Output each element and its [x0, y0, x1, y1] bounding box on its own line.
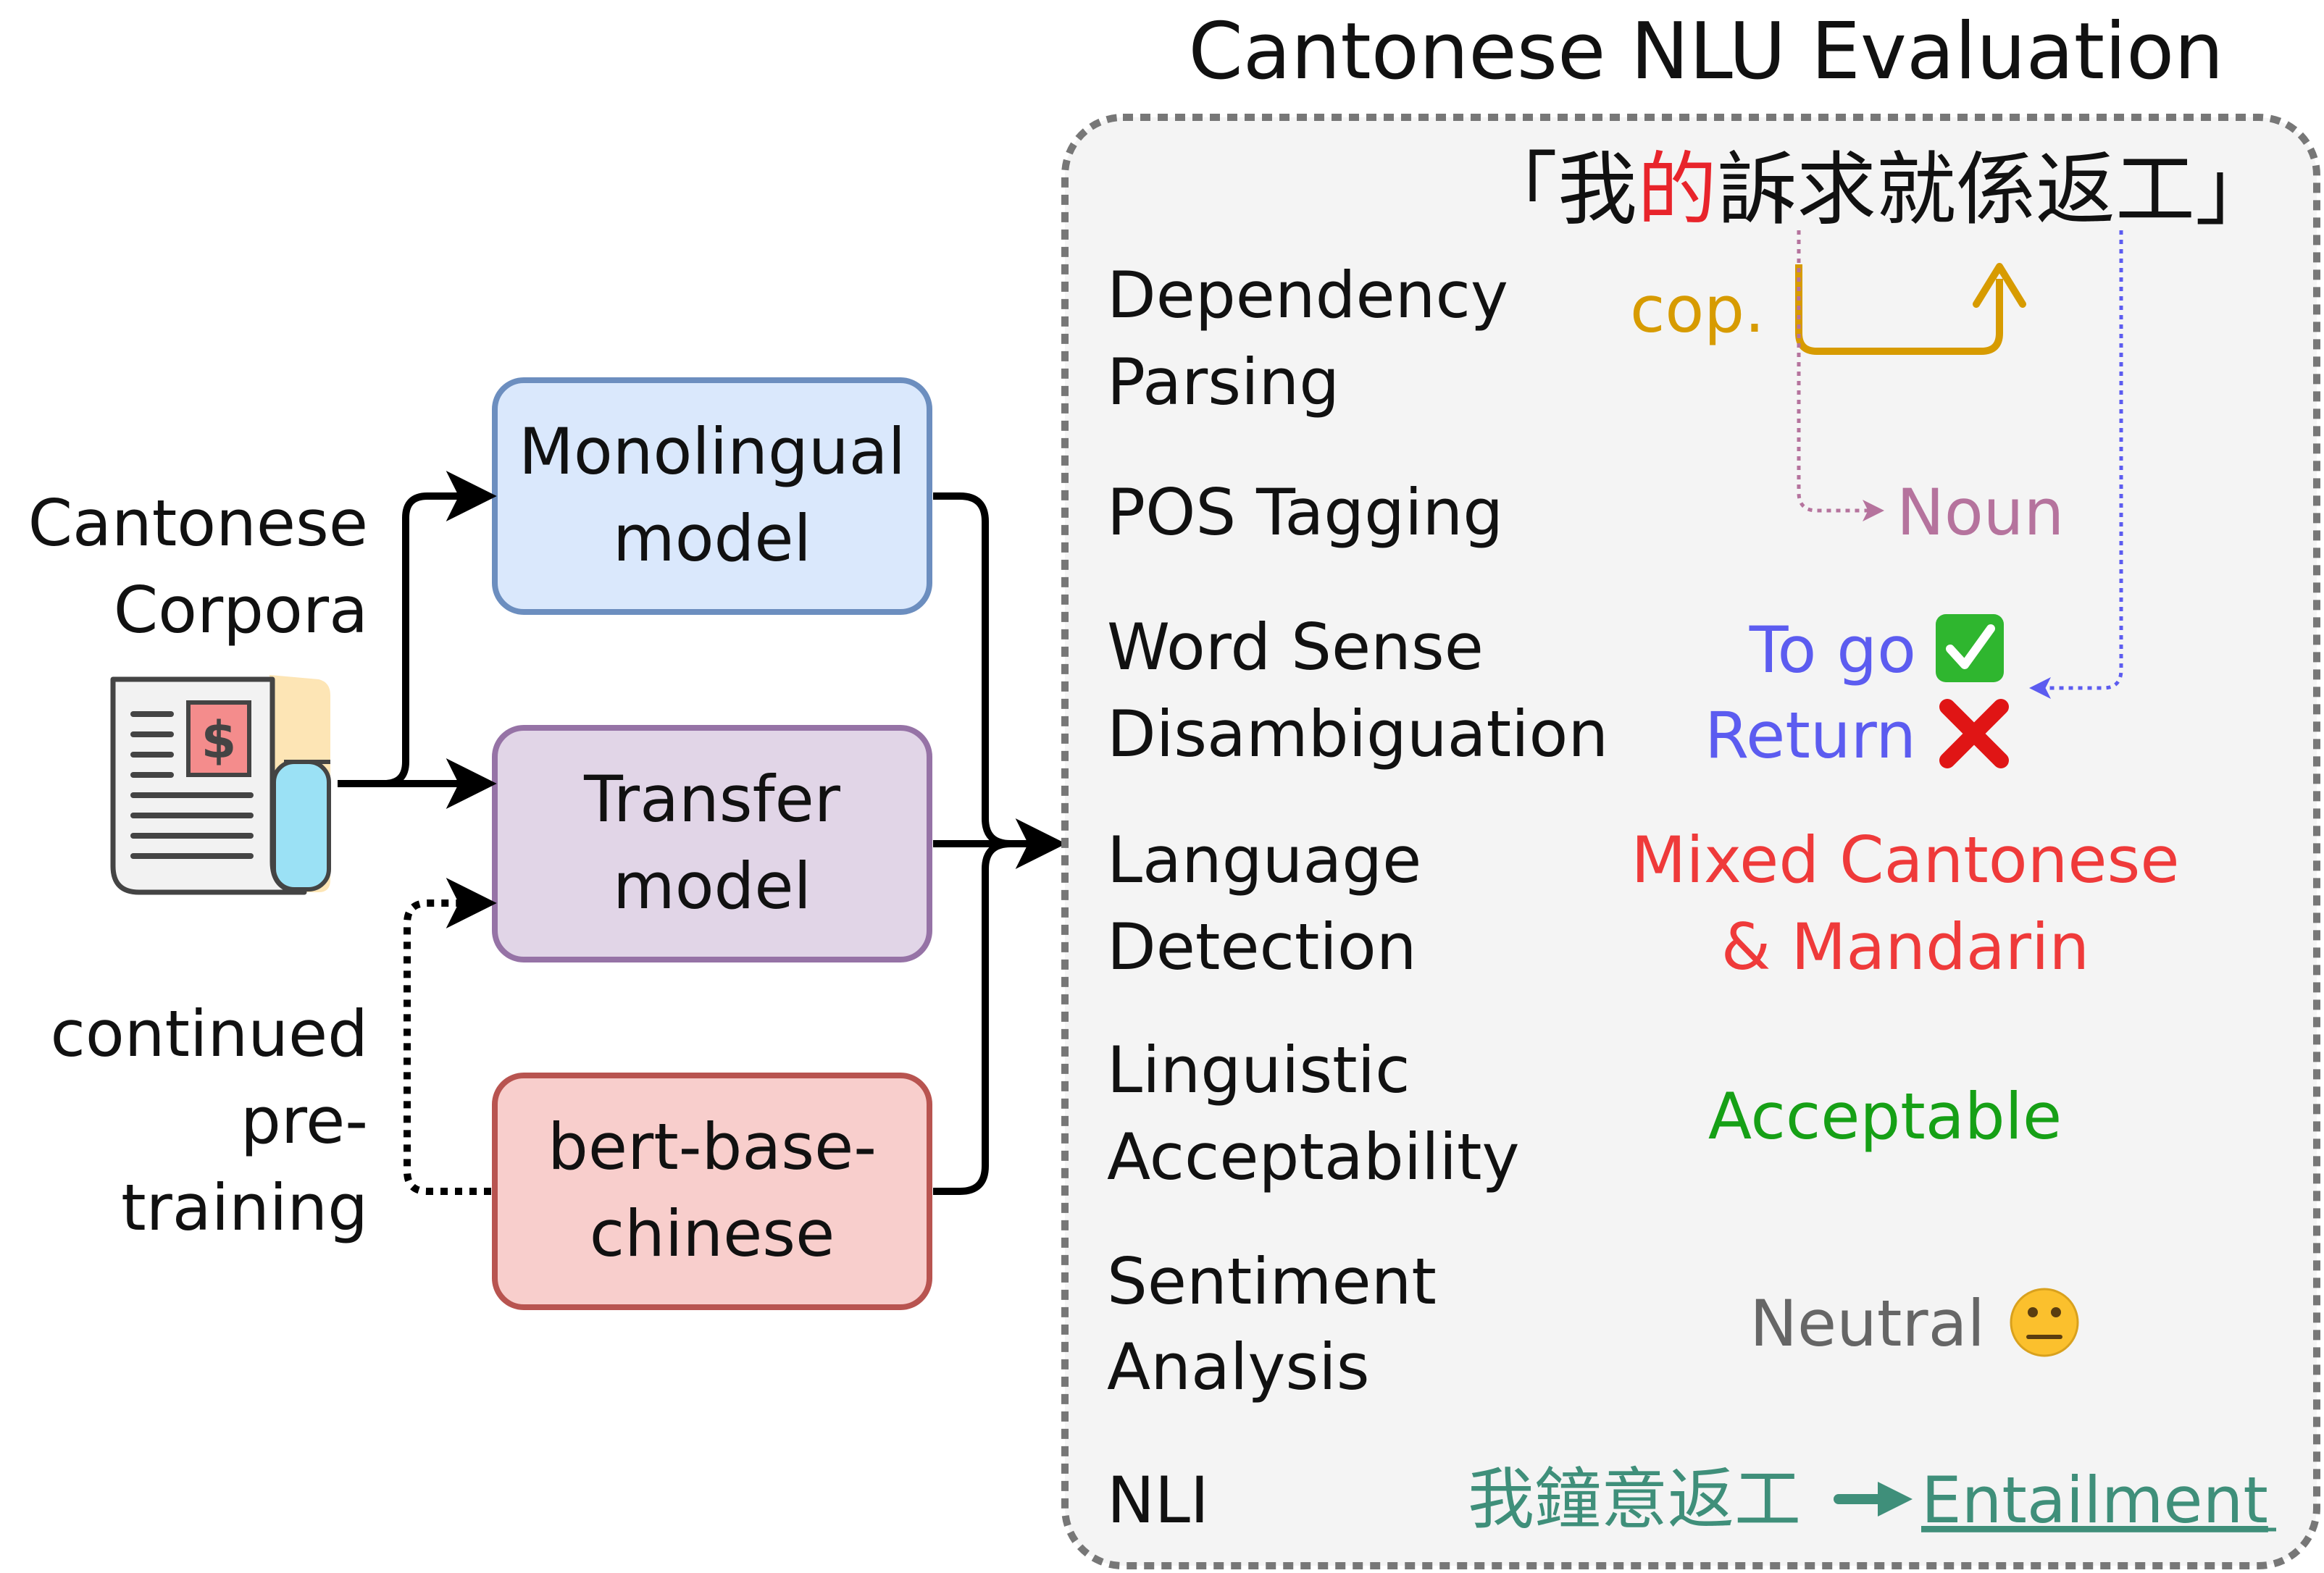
monolingual-line2: model: [613, 501, 811, 576]
corpus-label-line1: Cantonese: [28, 486, 368, 561]
dep-arrowhead: [1973, 263, 2026, 308]
task-wsd-line2: Disambiguation: [1107, 697, 1608, 771]
transfer-line2: model: [613, 849, 811, 923]
la-output: Acceptable: [1708, 1079, 2062, 1154]
sa-output: Neutral: [1750, 1286, 1985, 1361]
check-mark-icon: [1936, 614, 2004, 682]
example-sentence: 「我的訴求就係返工」: [1478, 143, 2275, 236]
model-box-transfer: Transfer model: [492, 725, 932, 962]
corpus-label-line2: Corpora: [114, 573, 368, 647]
task-pos: POS Tagging: [1107, 475, 1503, 550]
task-wsd-line1: Word Sense: [1107, 610, 1484, 684]
lid-output-line1: Mixed Cantonese: [1631, 823, 2179, 897]
task-la-line2: Acceptability: [1107, 1120, 1520, 1194]
arrow-bert-to-eval: [933, 840, 1058, 1195]
pos-pointer: [1797, 230, 1884, 521]
svg-text:$: $: [201, 710, 237, 770]
wsd-option-to-go: To go: [1749, 613, 1916, 687]
model-box-bert-base-chinese: bert-base- chinese: [492, 1073, 932, 1310]
continued-pretraining-line2: pre-: [241, 1083, 368, 1158]
transfer-line1: Transfer: [583, 762, 841, 836]
wsd-option-return: Return: [1705, 698, 1916, 773]
nli-premise: 我鐘意返工: [1468, 1461, 1801, 1538]
bert-line2: chinese: [590, 1196, 835, 1271]
arrow-monolingual-to-eval: [933, 492, 1058, 847]
evaluation-panel: [1061, 114, 2320, 1569]
continued-pretraining-line3: training: [121, 1170, 368, 1245]
cross-mark-icon: [1939, 699, 2009, 768]
wsd-pointer: [2029, 230, 2123, 699]
lid-output-line2: & Mandarin: [1721, 910, 2089, 984]
task-dependency-line2: Parsing: [1107, 345, 1339, 419]
neutral-face-icon: [2010, 1288, 2079, 1357]
task-sa-line2: Analysis: [1107, 1330, 1370, 1404]
task-lid-line1: Language: [1107, 823, 1421, 897]
bert-line1: bert-base-: [548, 1110, 877, 1184]
task-lid-line2: Detection: [1107, 910, 1417, 984]
dep-arc: [1795, 264, 2003, 355]
task-dependency-line1: Dependency: [1107, 258, 1508, 332]
task-sa-line1: Sentiment: [1107, 1244, 1437, 1319]
dep-label-cop: cop.: [1630, 272, 1765, 347]
newspaper-corpus-icon: $: [110, 675, 331, 895]
pos-label-noun: Noun: [1897, 475, 2064, 550]
task-la-line1: Linguistic: [1107, 1033, 1410, 1107]
nli-label-entailment: Entailment: [1921, 1463, 2268, 1538]
model-box-monolingual: Monolingual model: [492, 377, 932, 615]
monolingual-line1: Monolingual: [519, 414, 906, 489]
diagram-title: Cantonese NLU Evaluation: [1188, 7, 2223, 97]
nli-arrow-icon: [1834, 1482, 1913, 1517]
arrow-bert-to-transfer-dotted: [404, 878, 497, 1195]
continued-pretraining-line1: continued: [51, 997, 369, 1071]
task-nli: NLI: [1107, 1463, 1209, 1538]
